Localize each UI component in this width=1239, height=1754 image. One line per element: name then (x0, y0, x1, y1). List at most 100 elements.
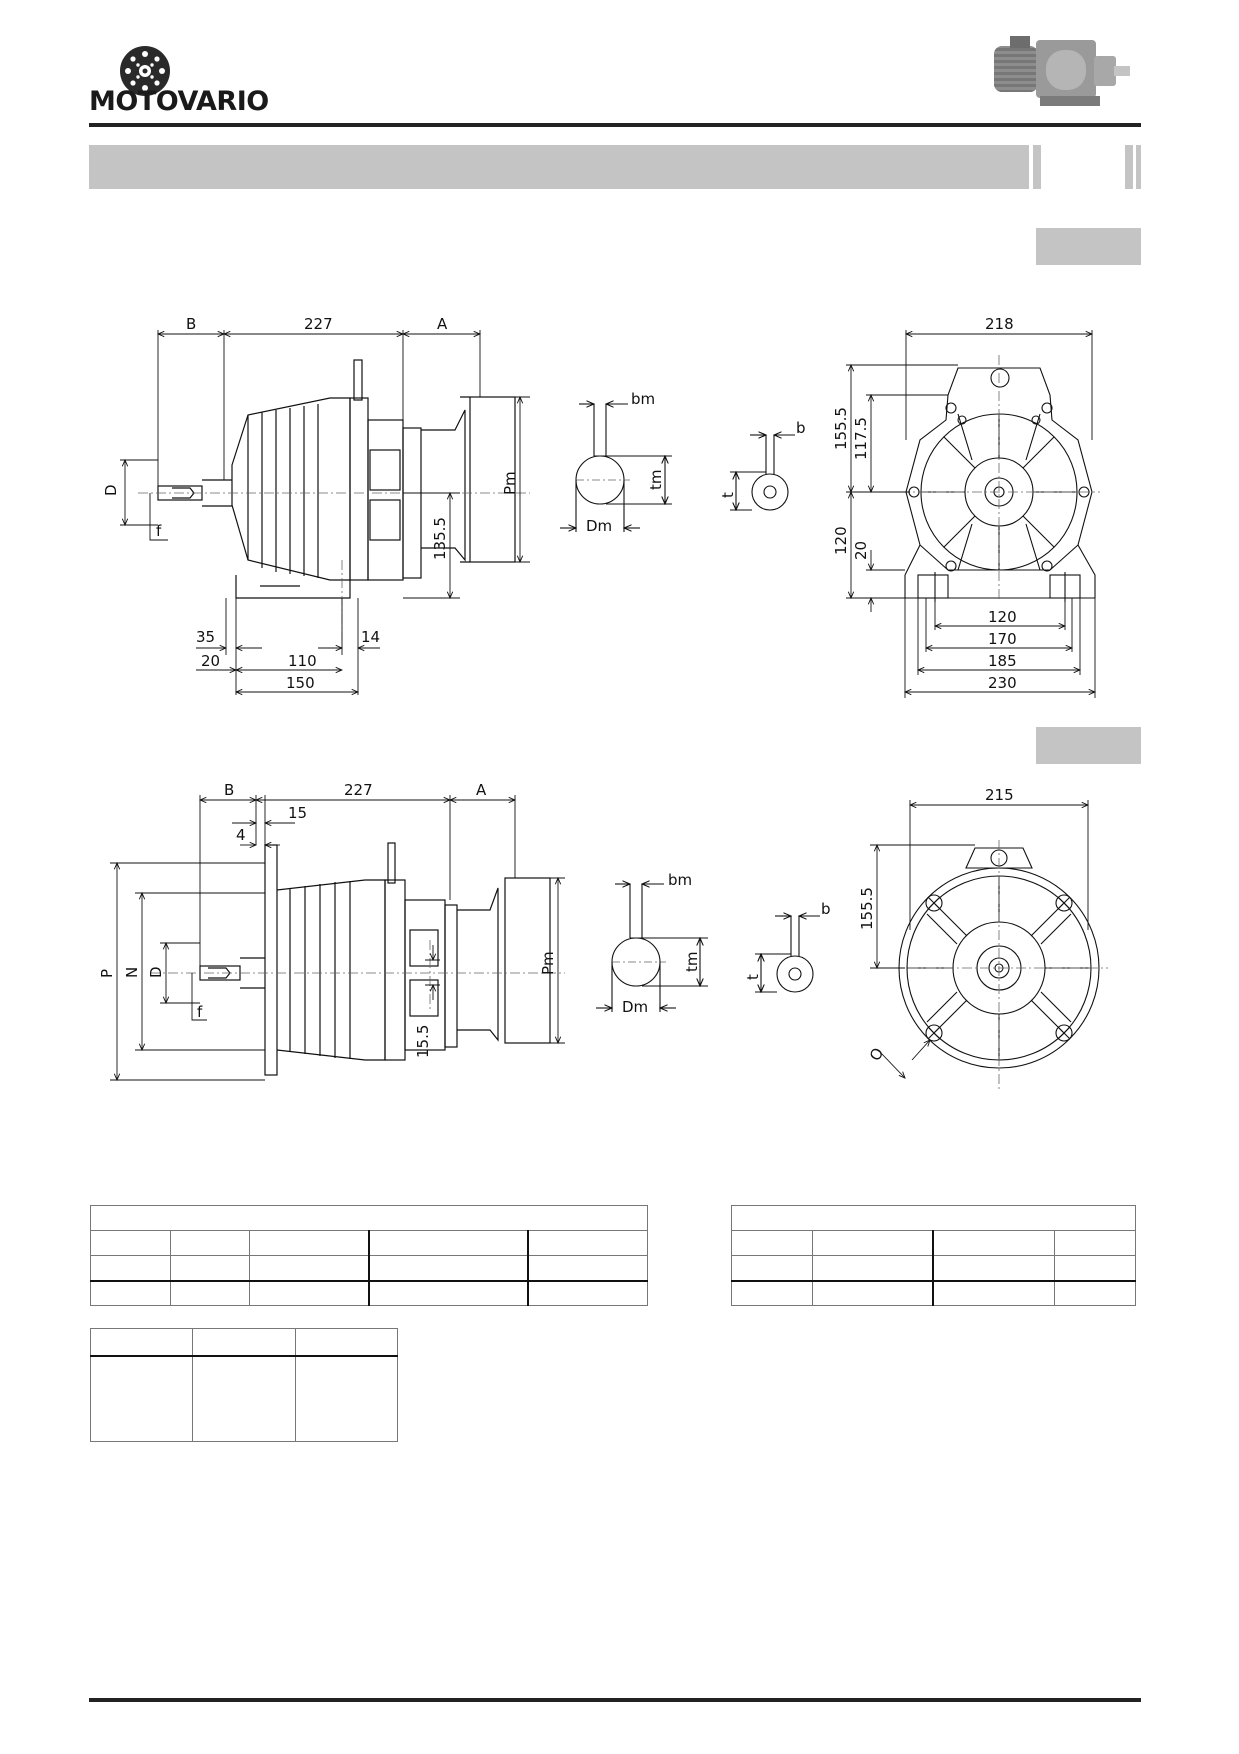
table-header-cell (89, 1328, 194, 1357)
table-cell (811, 1280, 935, 1306)
logo-gear-icon (120, 46, 170, 96)
gearmotor-illustration (994, 36, 1130, 106)
bottom-side-view (199, 842, 551, 1076)
dim-label: 230 (988, 674, 1017, 692)
dim-label: 215 (985, 786, 1014, 804)
dim-label: 4 (236, 826, 246, 844)
footer-rule (89, 1698, 1141, 1702)
dim-label: b (796, 419, 806, 437)
dim-label: 14 (361, 628, 380, 646)
dim-label: P (98, 969, 116, 978)
table-cell (294, 1355, 399, 1442)
top-side-view (157, 359, 516, 599)
table-cell (932, 1255, 1056, 1282)
dim-label: 218 (985, 315, 1014, 333)
dim-label: 120 (988, 608, 1017, 626)
table-cell (731, 1255, 813, 1282)
top-side-labels: B 227 A D f Pm 135.5 35 14 20 110 150 (102, 315, 519, 692)
table-cell (249, 1230, 370, 1256)
dimension-table-left (90, 1205, 649, 1306)
table-cell (249, 1280, 370, 1306)
section-tab-bottom (1036, 727, 1141, 764)
table-cell (368, 1255, 530, 1282)
title-bar (89, 145, 1029, 189)
top-front-dimensions (846, 330, 1095, 698)
title-bar-tab (1136, 145, 1141, 189)
table-cell (1054, 1280, 1136, 1306)
table-cell (368, 1280, 530, 1306)
dim-label: f (197, 1003, 203, 1021)
dim-label: f (156, 522, 162, 540)
table-cell (90, 1255, 171, 1282)
dim-label: 20 (852, 541, 870, 560)
top-key-labels: bm tm Dm b t (586, 390, 806, 535)
table-cell (169, 1230, 251, 1256)
product-image (988, 30, 1138, 114)
dim-label: Pm (501, 471, 519, 495)
table-header-cell (731, 1205, 1136, 1231)
dim-label: 110 (288, 652, 317, 670)
table-header-cell (90, 1205, 648, 1231)
table-cell (249, 1255, 370, 1282)
dim-label: B (186, 315, 196, 333)
dim-label: N (123, 967, 141, 978)
title-bar-tab (1033, 145, 1041, 189)
dim-label: tm (683, 952, 701, 973)
dim-label: 185 (988, 652, 1017, 670)
dim-label: b (821, 900, 831, 918)
dim-label: 227 (304, 315, 333, 333)
table-cell (1054, 1230, 1136, 1256)
dim-label: 35 (196, 628, 215, 646)
table-cell (169, 1255, 251, 1282)
dim-label: 155.5 (832, 407, 850, 450)
dim-label: A (476, 781, 487, 799)
dim-label: 170 (988, 630, 1017, 648)
bottom-key-labels: bm tm Dm b t (622, 871, 831, 1016)
dim-label: t (719, 492, 737, 498)
dim-label: 120 (832, 526, 850, 555)
brand-name: MOTOVARIO (89, 86, 269, 117)
table-cell (731, 1280, 813, 1306)
top-front-centerlines (900, 355, 1100, 600)
table-cell (368, 1230, 530, 1256)
dimension-table-small (89, 1328, 399, 1442)
table-cell (90, 1280, 171, 1306)
bottom-side-centerlines (150, 940, 565, 1010)
top-key-views (560, 404, 795, 532)
dim-label: O (866, 1045, 887, 1064)
table-cell (932, 1280, 1056, 1306)
dimension-table-right (731, 1205, 1136, 1306)
table-cell (1054, 1255, 1136, 1282)
dim-label: 15 (288, 804, 307, 822)
bottom-front-dimensions (870, 800, 1088, 1078)
table-cell (192, 1355, 296, 1442)
section-tab-top (1036, 228, 1141, 265)
table-cell (731, 1230, 813, 1256)
dim-label: D (147, 966, 165, 978)
title-bar-tab (1125, 145, 1133, 189)
header-rule (89, 123, 1141, 127)
dim-label: Pm (539, 951, 557, 975)
dim-label: 227 (344, 781, 373, 799)
bottom-key-views (596, 884, 820, 1012)
brand-logo (118, 44, 172, 98)
top-side-centerlines (138, 492, 530, 640)
bottom-side-labels: B 227 A 15 4 P N D f 15.5 Pm (98, 781, 557, 1058)
dim-label: 117.5 (852, 417, 870, 460)
dim-label: bm (668, 871, 692, 889)
dim-label: Dm (586, 517, 612, 535)
table-cell (932, 1230, 1056, 1256)
table-cell (527, 1255, 649, 1282)
top-side-dimensions (120, 330, 530, 695)
bottom-side-dimensions (110, 795, 565, 1080)
dim-label: B (224, 781, 234, 799)
top-front-labels: 218 155.5 117.5 120 20 120 170 185 230 (832, 315, 1017, 692)
table-header-cell (294, 1328, 399, 1357)
dim-label: bm (631, 390, 655, 408)
table-cell (527, 1230, 649, 1256)
dim-label: 15.5 (414, 1025, 432, 1058)
table-cell (811, 1255, 935, 1282)
table-cell (89, 1355, 194, 1442)
dim-label: A (437, 315, 448, 333)
